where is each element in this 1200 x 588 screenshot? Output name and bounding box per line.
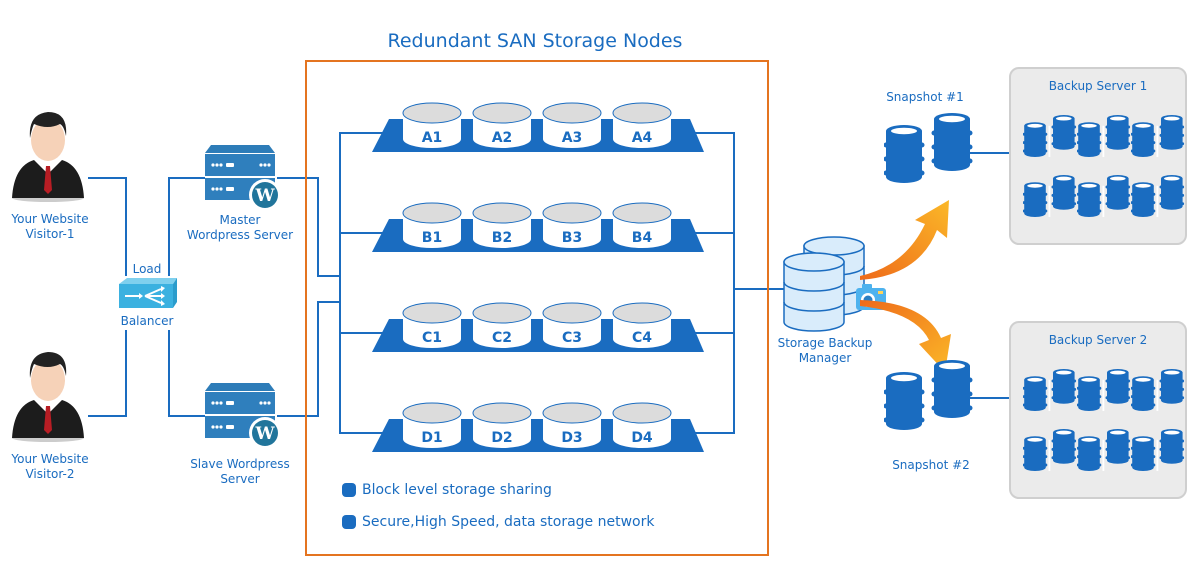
- backup-disk-icon: [1130, 175, 1185, 226]
- backup-server-2-title: Backup Server 2: [1048, 333, 1148, 347]
- storage-node-label: A1: [422, 130, 443, 146]
- storage-node-label: D4: [631, 430, 653, 446]
- user-avatar-icon: [12, 112, 84, 202]
- storage-node-disk-icon: A4: [612, 102, 672, 148]
- storage-node-label: B4: [632, 230, 653, 246]
- wire-san-left-bus: [339, 132, 388, 434]
- storage-node-label: C2: [492, 330, 512, 346]
- storage-node-disk-icon: D1: [402, 402, 462, 448]
- storage-node-disk-icon: B4: [612, 202, 672, 248]
- svg-text:W: W: [254, 186, 275, 206]
- backup-disk-icon: [1130, 429, 1185, 480]
- storage-row-c: C1 C2 C3 C4: [372, 302, 704, 352]
- storage-row-a: A1 A2 A3 A4: [372, 102, 704, 152]
- storage-node-disk-icon: A2: [472, 102, 532, 148]
- wire-san-right-bus: [686, 132, 735, 434]
- feature-item: Block level storage sharing: [342, 482, 552, 498]
- san-title: Redundant SAN Storage Nodes: [387, 30, 683, 52]
- backup-manager-line1: Storage Backup: [777, 336, 873, 350]
- backup-disk-icon: [1076, 175, 1131, 226]
- wire-visitor1-lb: [88, 177, 127, 276]
- visitor-2-line1: Your Website: [11, 452, 89, 466]
- storage-node-disk-icon: A1: [402, 102, 462, 148]
- storage-node-label: B2: [492, 230, 512, 246]
- storage-row-b: B1 B2 B3 B4: [372, 202, 704, 252]
- storage-node-disk-icon: C4: [612, 302, 672, 348]
- storage-node-label: C1: [422, 330, 442, 346]
- visitor-1-label: Your Website Visitor-1: [0, 212, 100, 242]
- backup-disk-icon: [1076, 369, 1131, 420]
- backup-disk-icon: [1130, 369, 1185, 420]
- backup-server-1-title: Backup Server 1: [1048, 79, 1148, 93]
- storage-node-disk-icon: D2: [472, 402, 532, 448]
- bullet-icon: [342, 515, 356, 529]
- storage-node-label: D3: [561, 430, 582, 446]
- wire-slave-san: [277, 301, 340, 417]
- backup-server-2: Backup Server 2: [1009, 321, 1187, 499]
- svg-text:W: W: [254, 424, 275, 444]
- snapshot-arrows: [860, 200, 951, 372]
- load-balancer-label-bottom: Balancer: [120, 314, 174, 328]
- slave-server-line2: Server: [220, 472, 260, 486]
- storage-node-label: C4: [632, 330, 652, 346]
- storage-node-label: A4: [632, 130, 653, 146]
- wire-visitor2-lb: [88, 330, 127, 417]
- slave-server-line1: Slave Wordpress: [190, 457, 290, 471]
- visitor-2-label: Your Website Visitor-2: [0, 452, 100, 482]
- snapshot-2-label: Snapshot #2: [892, 458, 970, 472]
- wordpress-server-icon: W: [205, 383, 281, 449]
- backup-disk-icon: [1022, 429, 1077, 480]
- storage-node-disk-icon: B3: [542, 202, 602, 248]
- backup-manager-label: Storage Backup Manager: [765, 336, 885, 366]
- storage-node-label: D2: [491, 430, 512, 446]
- snapshot-1-icon: [883, 113, 974, 195]
- backup-disk-icon: [1022, 175, 1077, 226]
- storage-node-disk-icon: B1: [402, 202, 462, 248]
- user-avatar-icon: [12, 352, 84, 442]
- storage-node-label: A2: [492, 130, 513, 146]
- backup-manager-line2: Manager: [798, 351, 852, 365]
- storage-node-label: A3: [562, 130, 583, 146]
- storage-node-disk-icon: C3: [542, 302, 602, 348]
- wire-lb-master: [168, 177, 205, 276]
- load-balancer-label-top: Load: [132, 262, 162, 276]
- storage-node-disk-icon: A3: [542, 102, 602, 148]
- wordpress-server-icon: W: [205, 145, 281, 211]
- snapshot-2-icon: [883, 360, 974, 442]
- visitor-1-line2: Visitor-1: [25, 227, 75, 241]
- master-server-line2: Wordpress Server: [186, 228, 294, 242]
- storage-node-disk-icon: D3: [542, 402, 602, 448]
- master-server-label: Master Wordpress Server: [180, 213, 300, 243]
- backup-server-1: Backup Server 1: [1009, 67, 1187, 245]
- storage-node-label: C3: [562, 330, 582, 346]
- backup-disk-icon: [1076, 429, 1131, 480]
- backup-disk-icon: [1076, 115, 1131, 166]
- storage-node-label: B1: [422, 230, 442, 246]
- storage-node-disk-icon: D4: [612, 402, 672, 448]
- bullet-icon: [342, 483, 356, 497]
- arrow-to-snapshot-1-icon: [860, 200, 949, 280]
- backup-disk-icon: [1022, 115, 1077, 166]
- snapshot-1-label: Snapshot #1: [886, 90, 964, 104]
- san-frame: [305, 60, 769, 556]
- feature-text: Secure,High Speed, data storage network: [362, 514, 655, 530]
- backup-disk-icon: [1130, 115, 1185, 166]
- feature-text: Block level storage sharing: [362, 482, 552, 498]
- storage-node-disk-icon: C1: [402, 302, 462, 348]
- load-balancer-icon: [119, 278, 177, 308]
- wire-lb-slave: [168, 330, 205, 417]
- wire-master-san: [277, 177, 340, 277]
- master-server-line1: Master: [219, 213, 261, 227]
- visitor-2-line2: Visitor-2: [25, 467, 75, 481]
- storage-node-disk-icon: B2: [472, 202, 532, 248]
- storage-node-label: B3: [562, 230, 582, 246]
- backup-disk-icon: [1022, 369, 1077, 420]
- storage-node-disk-icon: C2: [472, 302, 532, 348]
- feature-item: Secure,High Speed, data storage network: [342, 514, 654, 530]
- storage-row-d: D1 D2 D3 D4: [372, 402, 704, 452]
- visitor-1-line1: Your Website: [11, 212, 89, 226]
- storage-node-label: D1: [421, 430, 442, 446]
- slave-server-label: Slave Wordpress Server: [180, 457, 300, 487]
